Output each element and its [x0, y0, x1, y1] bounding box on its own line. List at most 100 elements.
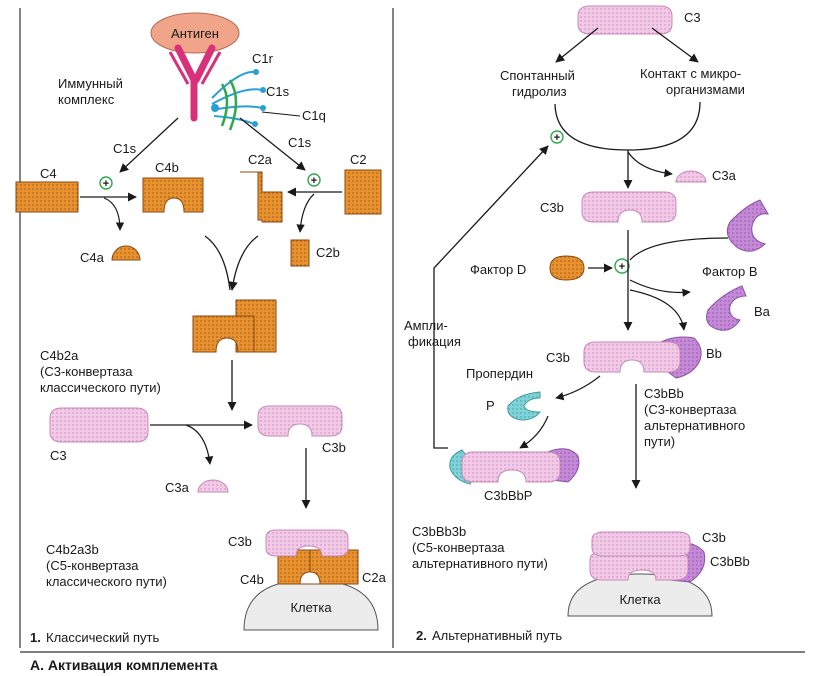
merge-left-curve — [204, 235, 231, 291]
c1q-label: C1q — [302, 108, 326, 123]
alt-c3a-shape — [675, 170, 707, 183]
factor-b-merge-line — [629, 237, 729, 261]
c2b-release-arrow — [296, 193, 315, 233]
bb-arrow — [629, 289, 688, 331]
figure-title: А. Активация комплемента — [30, 657, 218, 673]
c3-to-contact-arrow — [651, 27, 699, 63]
c1s-left-label: C1s — [113, 141, 137, 156]
alt-c3a-label: C3a — [712, 168, 737, 183]
c3bbb3b-label-2: (C5-конвертаза — [412, 540, 505, 555]
alt-c3b-shape — [581, 191, 677, 223]
alt-c3b-label: C3b — [540, 200, 564, 215]
amplification-loop-arrow — [433, 145, 549, 449]
alt-c3-label: C3 — [684, 10, 701, 25]
antibody-shape — [174, 44, 216, 122]
alt-c3-shape — [577, 5, 673, 35]
c1-complex — [211, 69, 266, 131]
antigen-label: Антиген — [171, 26, 219, 41]
c4b2a-label-2: (C3-конвертаза — [40, 364, 133, 379]
plus-icon-c2-glyph: + — [311, 175, 317, 187]
contact-label-2: организмами — [666, 82, 745, 97]
c1s-right-label: C1s — [288, 135, 312, 150]
c4b2a-label-3: классического пути) — [40, 380, 161, 395]
amplification-label-1: Ампли- — [404, 318, 448, 333]
c3b-cell-label: C3b — [228, 534, 252, 549]
classical-caption-number: 1. — [30, 630, 41, 645]
c2a-label: C2a — [248, 152, 273, 167]
c3a-label: C3a — [165, 480, 190, 495]
c1s-left-arrow — [119, 117, 179, 173]
c4b2a-label-1: C4b2a — [40, 348, 79, 363]
ba-shape — [706, 285, 747, 331]
c3bbb-label-4: пути) — [644, 434, 675, 449]
factor-d-label: Фактор D — [470, 262, 526, 277]
c3bbb-label-1: C3bBb — [644, 386, 684, 401]
plus-icon-c4 — [99, 176, 113, 190]
spont-label-2: гидролиз — [512, 84, 567, 99]
plus-icon-factor-d — [614, 258, 630, 274]
amplification-label-2: фикация — [408, 334, 461, 349]
c2-label: C2 — [350, 152, 367, 167]
spont-label-1: Спонтанный — [500, 68, 575, 83]
c3a-release-arrow-alt — [627, 151, 673, 178]
immune-complex-label-2: комплекс — [58, 92, 115, 107]
c3-to-hydrolysis-arrow — [555, 27, 599, 63]
factor-b-shape — [726, 199, 769, 252]
c5-convertase-alternative — [589, 531, 706, 583]
c4b-label: C4b — [155, 160, 179, 175]
c3bbbp-label: C3bBbP — [484, 488, 532, 503]
plus-icon-c4-glyph: + — [103, 178, 109, 190]
plus-icon-amplification-glyph: + — [554, 132, 560, 144]
c3a-shape — [197, 479, 229, 493]
ba-label: Ba — [754, 304, 771, 319]
to-properdin-arrow — [555, 375, 601, 401]
antibody-outline — [168, 51, 222, 85]
c3bbb-complex — [583, 336, 702, 379]
c1s-top-label: C1s — [266, 84, 290, 99]
alt-c3b-2-label: C3b — [546, 350, 570, 365]
alternative-cell-label: Клетка — [619, 592, 661, 607]
c1q-pointer — [261, 111, 301, 117]
c2b-shape — [290, 239, 310, 267]
bb-label: Bb — [706, 346, 722, 361]
classical-caption: Классический путь — [46, 630, 159, 645]
c3bbb-label-3: альтернативного — [644, 418, 745, 433]
c2b-label: C2b — [316, 245, 340, 260]
properdin-label: Пропердин — [466, 366, 533, 381]
c3bbbp-complex — [449, 448, 580, 485]
c4b-shape — [142, 177, 204, 213]
c4b2a3b-label-1: C4b2a3b — [46, 542, 99, 557]
alternative-caption: Альтернативный путь — [432, 628, 562, 643]
c4a-shape — [111, 245, 141, 261]
alt-c3bbb-cell-label: C3bBb — [710, 554, 750, 569]
c3b-label: C3b — [322, 440, 346, 455]
classical-pathway: Антиген C1r C1s C1q Иммунный комплекс C1… — [15, 12, 387, 645]
alternative-pathway: C3 Спонтанный гидролиз Контакт с микро- … — [404, 5, 771, 643]
factor-d-shape — [549, 255, 585, 281]
c3-shape — [49, 407, 149, 443]
c1r-label: C1r — [252, 51, 274, 66]
merge-right-curve — [228, 235, 259, 291]
c4b2a-complex — [192, 299, 277, 353]
c3-label: C3 — [50, 448, 67, 463]
p-label: P — [486, 398, 495, 413]
alternative-cell-shape — [567, 573, 713, 617]
factor-b-label: Фактор B — [702, 264, 758, 279]
immune-complex-label-1: Иммунный — [58, 76, 123, 91]
hydrolysis-merge-line — [554, 103, 629, 151]
c4b-cell-label: C4b — [240, 572, 264, 587]
alt-c3b-cell-label: C3b — [702, 530, 726, 545]
c3a-release-arrow — [185, 424, 214, 465]
c3bbb3b-label-3: альтернативного пути) — [412, 556, 548, 571]
c4b2a3b-label-3: классического пути) — [46, 574, 167, 589]
c4-label: C4 — [40, 166, 57, 181]
c4a-label: C4a — [80, 250, 105, 265]
c3b-shape — [257, 405, 343, 437]
antigen-shape — [150, 12, 240, 54]
c4-shape — [15, 181, 79, 213]
properdin-to-c3bbbp-arrow — [519, 415, 549, 449]
contact-label-1: Контакт с микро- — [640, 66, 741, 81]
c1s-right-arrow — [239, 117, 306, 171]
